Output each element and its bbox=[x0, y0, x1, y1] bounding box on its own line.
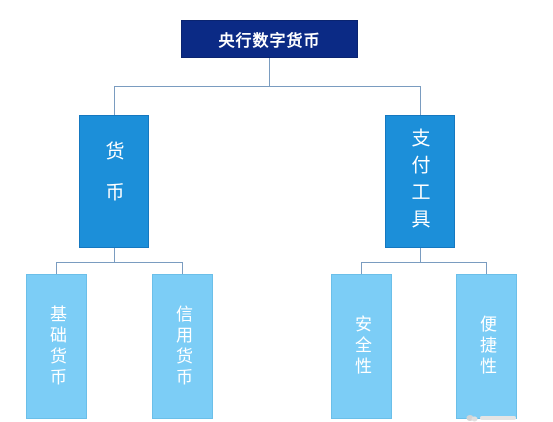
wechat-icon bbox=[466, 415, 478, 422]
branch-node-money: 货币 bbox=[79, 115, 149, 248]
leaf-node-safety: 安全性 bbox=[331, 274, 392, 419]
branch-node-money-label: 货币 bbox=[102, 140, 125, 223]
root-node: 央行数字货币 bbox=[181, 20, 358, 58]
leaf-node-convenience: 便捷性 bbox=[456, 274, 517, 419]
leaf-node-convenience-label: 便捷性 bbox=[476, 315, 496, 378]
leaf-node-safety-label: 安全性 bbox=[351, 315, 371, 378]
watermark bbox=[466, 414, 516, 422]
watermark-smudge bbox=[480, 416, 516, 420]
leaf-node-base-money-label: 基础货币 bbox=[46, 304, 66, 389]
branch-node-payment-tool-label: 支付工具 bbox=[408, 127, 431, 236]
branch-node-payment-tool: 支付工具 bbox=[385, 115, 455, 248]
leaf-node-credit-money: 信用货币 bbox=[152, 274, 213, 419]
root-node-label: 央行数字货币 bbox=[218, 31, 321, 50]
leaf-node-credit-money-label: 信用货币 bbox=[172, 304, 192, 389]
leaf-node-base-money: 基础货币 bbox=[26, 274, 87, 419]
